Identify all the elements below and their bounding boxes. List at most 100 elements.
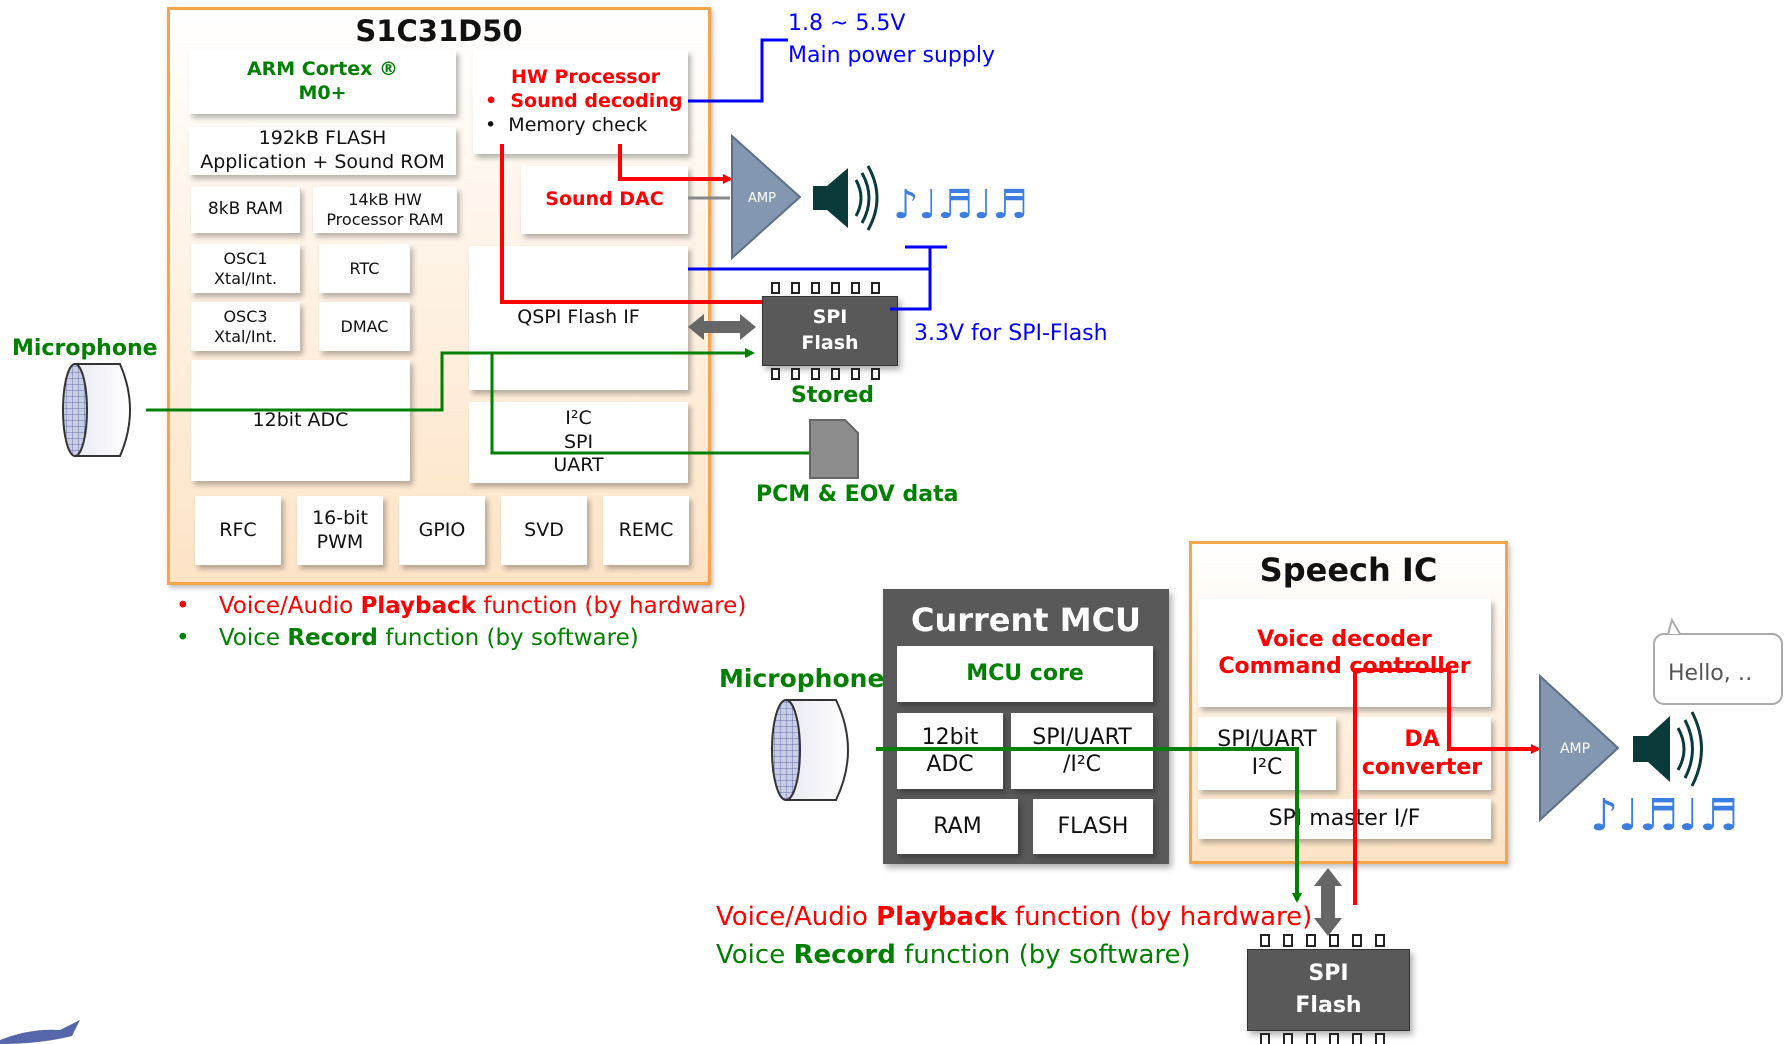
gpio-label: GPIO <box>418 518 466 541</box>
gpio-block: GPIO <box>399 496 485 565</box>
qspi-flash-if-label: QSPI Flash IF <box>517 306 640 329</box>
flash-192kb-line1: 192kB FLASH <box>258 127 387 150</box>
speech-spi-uart-block: SPI/UART I²C <box>1198 717 1336 790</box>
rfc-block: RFC <box>195 496 281 565</box>
rfc-label: RFC <box>219 518 257 541</box>
mcu-spi-uart-line1: SPI/UART <box>1032 724 1132 750</box>
speech-bubble-icon: Hello, ‥ <box>1653 617 1783 705</box>
spi-flash-chip-bottom: SPI Flash <box>1247 949 1410 1031</box>
mcu-adc-line1: 12bit <box>921 724 979 750</box>
spi-flash-power-label: 3.3V for SPI-Flash <box>914 321 1108 346</box>
ram-14kb-block: 14kB HW Processor RAM <box>313 187 457 233</box>
uart-label: UART <box>553 454 604 477</box>
flash-192kb-block: 192kB FLASH Application + Sound ROM <box>189 127 456 175</box>
adc-12bit-block: 12bit ADC <box>191 360 410 481</box>
svd-block: SVD <box>501 496 587 565</box>
pwm-block: 16-bit PWM <box>297 496 383 565</box>
osc1-line1: OSC1 <box>223 248 268 268</box>
microphone-icon-top <box>62 363 131 457</box>
speaker-icon-bottom <box>1633 711 1703 787</box>
top-feature-record: • Voice Record function (by software) <box>176 625 639 651</box>
spi-flash-chip-top: SPI Flash <box>762 296 898 366</box>
sound-dac-label: Sound DAC <box>545 188 664 211</box>
qspi-flash-double-arrow <box>688 314 756 340</box>
microphone-icon-bottom <box>771 699 849 801</box>
qspi-flash-if-block: QSPI Flash IF <box>469 246 688 390</box>
speech-flash-double-arrow <box>1314 868 1342 936</box>
sd-card-icon <box>809 419 859 479</box>
music-notes-icon-bottom: ♪♩♬♩♬ <box>1590 790 1738 841</box>
arm-core-line1: ARM Cortex ® <box>246 58 399 81</box>
amp-top-label: AMP <box>748 191 776 206</box>
microphone-label-bottom: Microphone <box>719 664 885 693</box>
da-converter-line1: DA <box>1404 727 1440 752</box>
speech-spi-uart-line2: I²C <box>1251 754 1283 780</box>
mcu-ram-label: RAM <box>933 813 982 839</box>
main-power-label: Main power supply <box>788 43 995 68</box>
flash-192kb-line2: Application + Sound ROM <box>200 151 445 173</box>
spi-flash-bottom-pins <box>1260 934 1385 1044</box>
bottom-feature-playback: Voice/Audio Playback function (by hardwa… <box>716 902 1313 932</box>
rtc-block: RTC <box>319 244 410 293</box>
hw-processor-block: HW Processor • Sound decoding • Memory c… <box>473 50 688 154</box>
speech-ic-title: Speech IC <box>1259 551 1438 589</box>
logo-icon <box>0 1020 80 1044</box>
amp-bottom-label: AMP <box>1560 741 1590 757</box>
spi-flash-bottom-line1: SPI <box>1308 961 1349 987</box>
spi-flash-bottom-line2: Flash <box>1295 993 1362 1018</box>
hw-processor-title: HW Processor <box>511 66 661 89</box>
dmac-label: DMAC <box>340 316 389 336</box>
hw-processor-item2: Memory check <box>508 113 648 136</box>
mcu-flash-label: FLASH <box>1057 813 1129 839</box>
da-converter-line2: converter <box>1361 754 1483 780</box>
mcu-spi-uart-line2: /I²C <box>1062 752 1102 777</box>
hw-processor-item1: Sound decoding <box>510 90 683 113</box>
ram-8kb-block: 8kB RAM <box>191 187 300 233</box>
spi-flash-top-line2: Flash <box>801 332 859 354</box>
i2c-label: I²C <box>565 406 592 429</box>
remc-label: REMC <box>618 518 674 541</box>
svg-text:♪♩♬♩♬: ♪♩♬♩♬ <box>1590 790 1738 841</box>
da-converter-block: DA converter <box>1353 717 1491 790</box>
pwm-line2: PWM <box>316 530 364 553</box>
amp-top: AMP <box>731 133 802 261</box>
pwm-line1: 16-bit <box>312 506 368 529</box>
mcu-ram-block: RAM <box>897 799 1018 854</box>
record-path-bottom <box>876 747 1302 903</box>
ram-8kb-label: 8kB RAM <box>207 199 284 220</box>
bottom-feature-record: Voice Record function (by software) <box>716 940 1191 970</box>
voice-decoder-label: Voice decoder <box>1257 626 1432 652</box>
ram-14kb-line2: Processor RAM <box>326 210 444 229</box>
osc1-line2: Xtal/Int. <box>213 268 278 288</box>
microphone-label-top: Microphone <box>12 336 158 361</box>
mcu-core-label: MCU core <box>966 661 1084 687</box>
s1c31d50-title: S1C31D50 <box>355 14 523 48</box>
osc3-block: OSC3 Xtal/Int. <box>191 302 300 351</box>
record-path-top <box>146 348 810 455</box>
mcu-core-block: MCU core <box>897 646 1153 702</box>
osc3-line1: OSC3 <box>223 306 268 326</box>
adc-12bit-label: 12bit ADC <box>252 408 349 431</box>
dmac-block: DMAC <box>319 302 410 351</box>
music-notes-icon: ♪♩♬♩♬ <box>893 182 1028 228</box>
voice-decoder-block: Voice decoder Command controller <box>1198 599 1491 707</box>
pcm-eov-label: PCM & EOV data <box>756 482 959 507</box>
spi-label: SPI <box>563 430 594 453</box>
osc1-block: OSC1 Xtal/Int. <box>191 244 300 293</box>
remc-block: REMC <box>603 496 689 565</box>
arm-core-line2: M0+ <box>298 82 347 104</box>
command-controller-label: Command controller <box>1218 654 1471 679</box>
top-feature-playback: • Voice/Audio Playback function (by hard… <box>176 593 747 619</box>
playback-path-top <box>500 144 762 304</box>
spi-flash-top-pins <box>771 282 880 380</box>
amp-bottom: AMP <box>1539 673 1620 823</box>
ram-14kb-line1: 14kB HW <box>348 190 422 209</box>
rtc-label: RTC <box>349 258 380 278</box>
speaker-icon <box>813 165 879 231</box>
spi-master-label: SPI master I/F <box>1268 806 1421 832</box>
osc3-line2: Xtal/Int. <box>213 326 278 346</box>
spi-flash-top-line1: SPI <box>812 306 848 329</box>
mcu-adc-line2: ADC <box>926 752 974 777</box>
current-mcu-title: Current MCU <box>910 601 1142 639</box>
